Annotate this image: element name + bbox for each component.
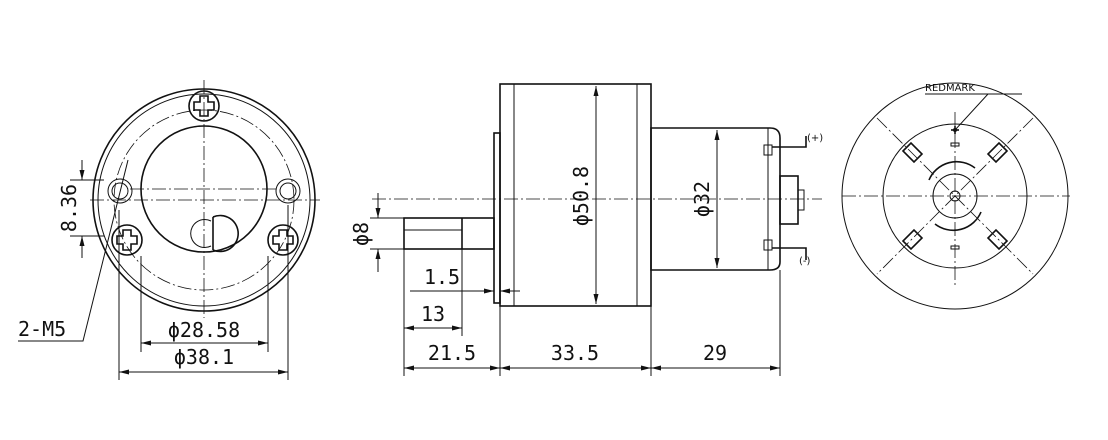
rear-view: REDMARK xyxy=(841,82,1070,310)
mount-hole-right xyxy=(275,178,301,204)
terminal-minus xyxy=(763,239,807,260)
red-mark-label: REDMARK xyxy=(925,83,975,94)
pcd-outer-dim: ϕ38.1 xyxy=(174,345,234,369)
screw-right xyxy=(267,224,299,256)
pcd-inner-dim: ϕ28.58 xyxy=(168,318,240,342)
motor-dia-dim: ϕ32 xyxy=(690,181,714,217)
side-view: (+) (-) ϕ8 ϕ50.8 ϕ32 1.5 13 21.5 33.5 xyxy=(349,83,823,376)
terminal-plus xyxy=(763,136,807,156)
rear-slot-top-right xyxy=(986,141,1009,164)
screw-left xyxy=(111,224,143,256)
flat-length-dim: 13 xyxy=(421,302,445,326)
side-end-bushing xyxy=(779,175,799,225)
gearbox-length-dim: 33.5 xyxy=(551,341,599,365)
motor-length-dim: 29 xyxy=(703,341,727,365)
side-shaft xyxy=(403,217,495,250)
rear-slot-bottom-right xyxy=(986,228,1009,251)
body-dia-dim: ϕ50.8 xyxy=(569,166,593,226)
terminal-plus-label: (+) xyxy=(807,133,823,144)
screw-top xyxy=(188,90,220,122)
flange-thickness-dim: 1.5 xyxy=(424,265,460,289)
front-pcd-circle xyxy=(113,109,295,291)
terminal-minus-label: (-) xyxy=(799,256,811,267)
mount-hole-left xyxy=(107,178,133,204)
rear-slot-top-left xyxy=(901,141,924,164)
side-motor-body xyxy=(650,127,781,271)
rear-slot-bottom-left xyxy=(901,228,924,251)
shaft-length-dim: 21.5 xyxy=(428,341,476,365)
shaft-dia-dim: ϕ8 xyxy=(349,222,373,246)
front-view: 8.36 2-M5 ϕ28.58 ϕ38.1 xyxy=(18,80,320,380)
side-flange-plate xyxy=(493,132,501,304)
hole-offset-dim: 8.36 xyxy=(57,184,81,232)
front-shaft xyxy=(190,214,239,253)
mount-hole-label: 2-M5 xyxy=(18,317,66,341)
